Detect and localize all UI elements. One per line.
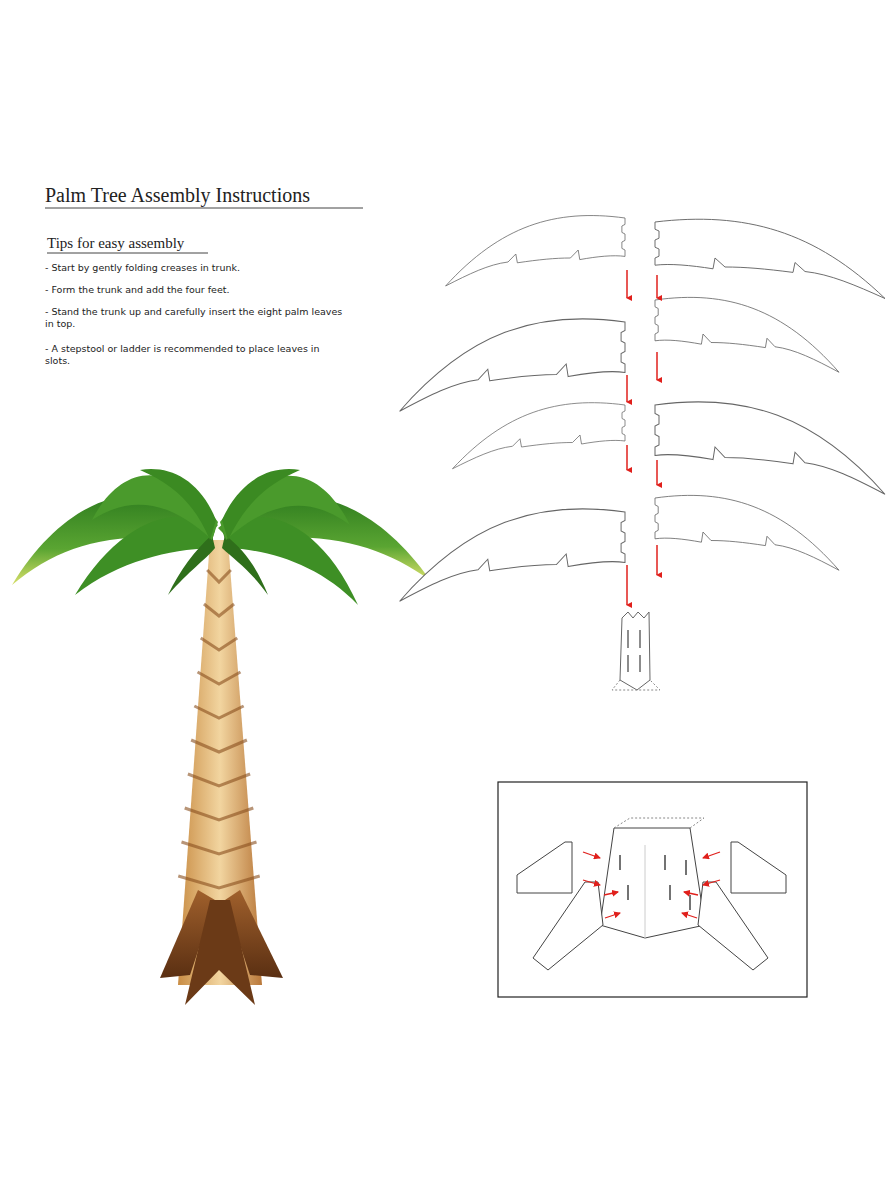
- tip-text: - Form the trunk and add the four feet.: [45, 284, 345, 296]
- trunk-band: [178, 876, 259, 888]
- palm-tree: [12, 469, 430, 1005]
- trunk-band: [204, 604, 234, 616]
- feet-inset: [498, 782, 807, 997]
- tip-text: - Stand the trunk up and carefully inser…: [45, 306, 345, 330]
- trunk-band: [198, 672, 241, 684]
- leaf-parts: [400, 216, 885, 690]
- subheading: Tips for easy assembly: [47, 235, 247, 252]
- trunk-band: [207, 570, 231, 582]
- trunk-band: [201, 638, 237, 650]
- title: Palm Tree Assembly Instructions: [45, 184, 375, 207]
- trunk-band: [191, 740, 247, 752]
- trunk-band: [188, 774, 250, 786]
- trunk-band: [185, 808, 254, 820]
- tip-text: - A stepstool or ladder is recommended t…: [45, 343, 345, 367]
- tip-text: - Start by gently folding creases in tru…: [45, 262, 345, 274]
- trunk-band: [194, 706, 243, 718]
- trunk-band: [181, 842, 256, 854]
